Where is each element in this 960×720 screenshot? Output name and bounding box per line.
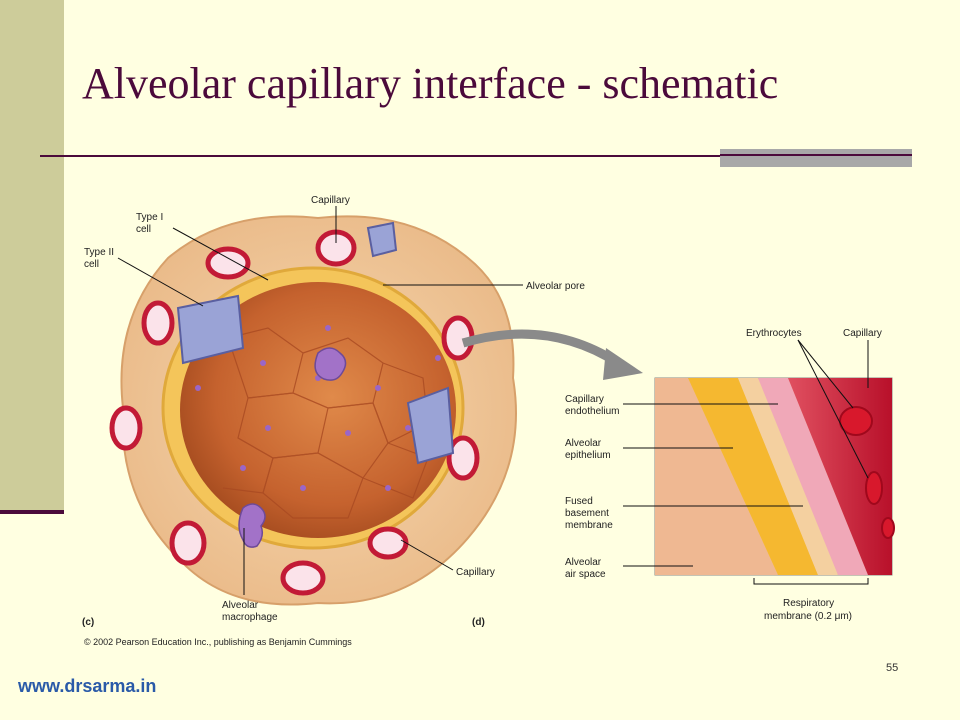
panel-d-letter: (d) [472,617,485,628]
panel-d-leader-lines [623,339,869,585]
slide-title: Alveolar capillary interface - schematic [82,59,779,108]
cell-nuclei [195,325,441,491]
panel-c-letter: (c) [82,617,94,628]
label-fused-basement-2: basement [565,508,609,519]
label-type-ii-cell-2: cell [84,259,99,270]
panel-c-leader-lines [117,206,523,595]
label-macrophage-2: macrophage [222,612,278,623]
label-fused-basement: Fused [565,496,593,507]
alveolar-epithelium-layer [688,378,818,575]
label-alveolar-air-space-2: air space [565,569,606,580]
label-type-ii-cell: Type II [84,247,114,258]
zoom-arrow-head [603,348,643,380]
title-underline-accent [720,149,912,167]
label-erythrocytes: Erythrocytes [746,328,802,339]
left-accent-bar [0,0,64,510]
title-underline-accent-line [720,154,912,156]
label-capillary-endothelium-2: endothelium [565,406,619,417]
panel-d-labels: Erythrocytes Capillary Capillary endothe… [472,328,882,628]
type-ii-cells [176,221,455,465]
panel-c-alveolus: Capillary Type I cell Type II cell Alveo… [82,195,585,647]
panel-d-membrane-detail: Erythrocytes Capillary Capillary endothe… [472,328,895,628]
title-underline [40,155,912,157]
label-alveolar-pore: Alveolar pore [526,281,585,292]
label-type-i-cell-2: cell [136,224,151,235]
capillary-endothelium-layer [758,378,868,575]
label-alveolar-epithelium: Alveolar [565,438,602,449]
label-fused-basement-3: membrane [565,520,613,531]
alveolus-illustration: Capillary Type I cell Type II cell Alveo… [82,195,895,647]
label-alveolar-epithelium-2: epithelium [565,450,611,461]
label-capillary-endothelium: Capillary [565,394,604,405]
capillary-cross-sections [109,229,480,596]
zoom-arrow [461,329,621,367]
alveolar-lumen [180,282,456,538]
left-accent-rule [0,510,64,514]
alveolar-macrophages [238,347,347,548]
website-link[interactable]: www.drsarma.in [18,676,157,696]
label-capillary-top: Capillary [311,195,350,206]
label-capillary-bottom: Capillary [456,567,495,578]
label-respiratory-membrane-2: membrane (0.2 μm) [764,611,852,622]
air-space-region [655,378,778,575]
label-respiratory-membrane: Respiratory [783,598,834,609]
panel-c-labels: Capillary Type I cell Type II cell Alveo… [82,195,585,647]
basement-membrane-layer [738,378,838,575]
page-number: 55 [886,662,899,674]
copyright-notice: © 2002 Pearson Education Inc., publishin… [84,637,352,647]
label-macrophage: Alveolar [222,600,259,611]
alveolus-figure: Capillary Type I cell Type II cell Alveo… [78,188,918,663]
erythrocyte-cells [839,406,895,539]
label-type-i-cell: Type I [136,212,163,223]
label-alveolar-air-space: Alveolar [565,557,602,568]
label-capillary-d: Capillary [843,328,882,339]
